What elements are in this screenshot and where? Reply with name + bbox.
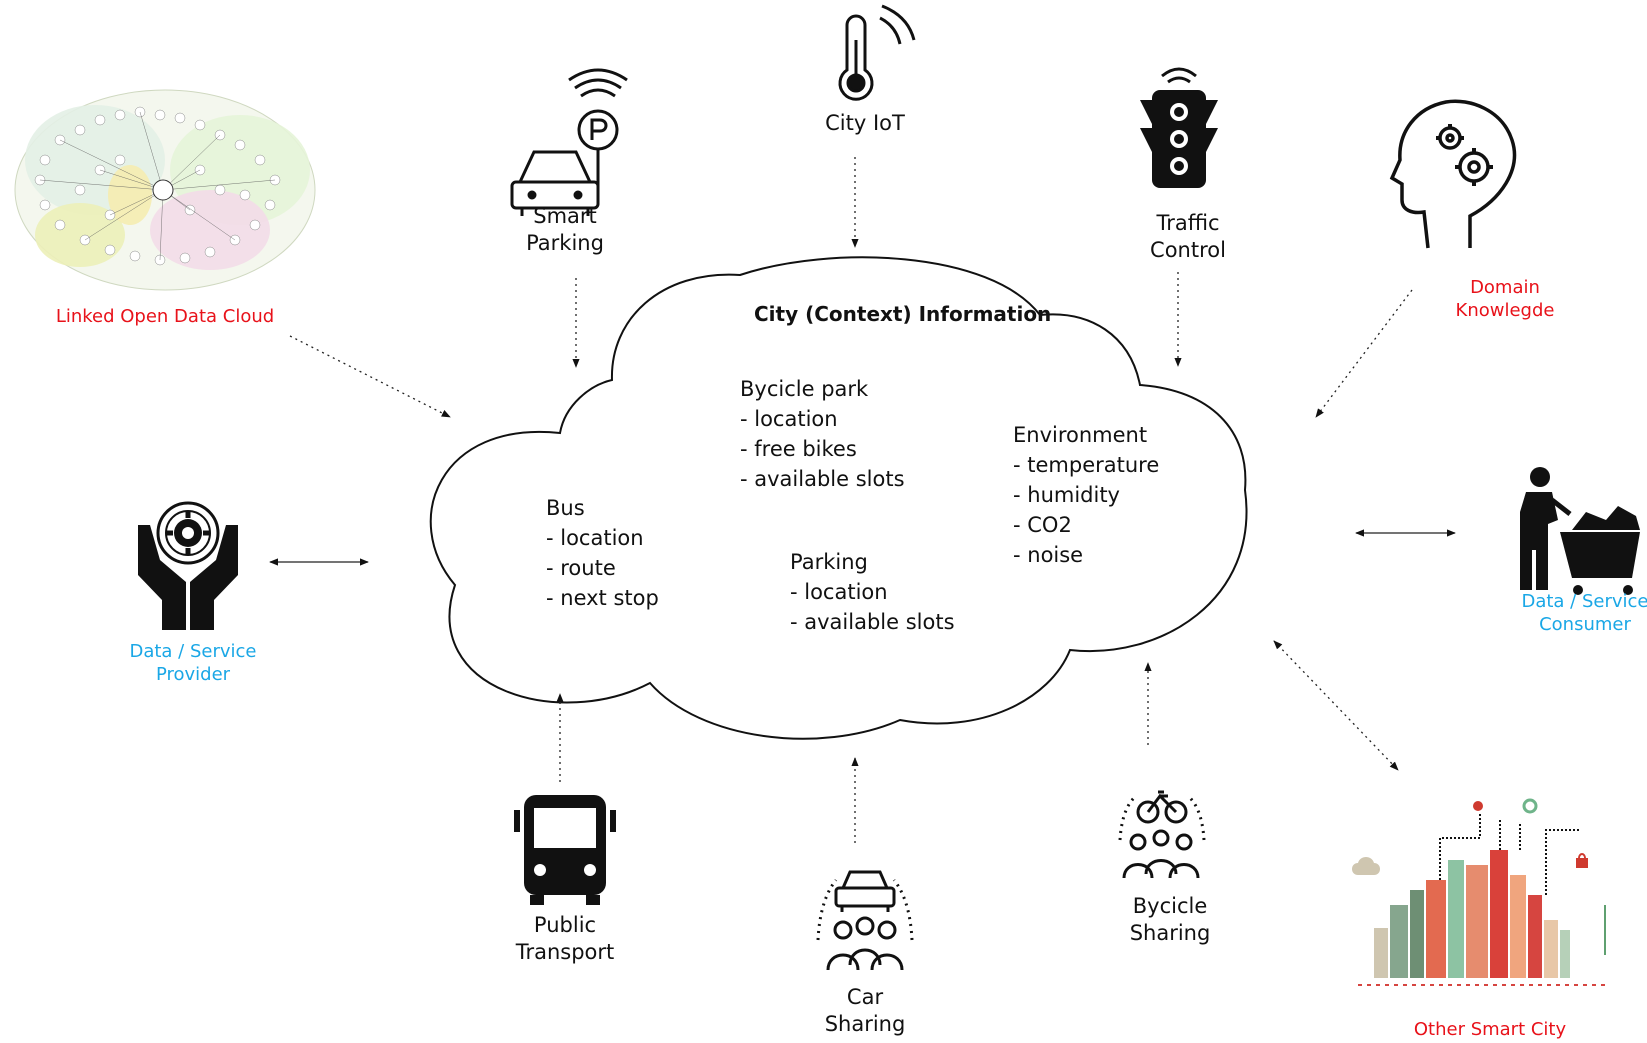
environment-heading: Environment	[1013, 423, 1148, 447]
bus-icon	[514, 795, 616, 905]
thermometer-icon	[838, 4, 916, 101]
head-gears-icon	[1389, 99, 1517, 249]
bicycle-park-item: - available slots	[740, 467, 905, 491]
environment-item: - humidity	[1013, 483, 1120, 507]
data-service-consumer-label: Data / Service Consumer	[1521, 591, 1647, 636]
car-sharing-label: Car Sharing	[824, 985, 906, 1036]
parking-heading: Parking	[790, 550, 868, 574]
context-cloud	[429, 256, 1248, 740]
consumer-cart-icon	[1520, 467, 1640, 595]
public-transport-label: Public Transport	[515, 913, 615, 964]
other-smart-city-label: Other Smart City	[1413, 1019, 1567, 1040]
city-iot-label: City IoT	[825, 111, 905, 135]
cloud-title: City (Context) Information	[754, 302, 1052, 326]
bus-heading: Bus	[546, 496, 585, 520]
smart-parking-label: Smart Parking	[526, 204, 604, 255]
bus-item: - next stop	[546, 586, 659, 610]
bicycle-park-item: - free bikes	[740, 437, 857, 461]
environment-item: - noise	[1013, 543, 1084, 567]
arrow-linked-data	[289, 335, 451, 418]
environment-block: Environment - temperature - humidity - CO2 -…	[1013, 420, 1159, 570]
environment-item: - CO2	[1013, 513, 1072, 537]
linked-open-data-cloud-icon	[14, 89, 316, 291]
bicycle-sharing-icon	[1118, 790, 1206, 879]
domain-knowledge-label: Domain Knowlegde	[1455, 277, 1555, 322]
parking-block: Parking - location - available slots	[790, 547, 955, 637]
bus-item: - location	[546, 526, 644, 550]
bicycle-sharing-label: Bycicle Sharing	[1129, 894, 1211, 945]
parking-item: - location	[790, 580, 888, 604]
bus-item: - route	[546, 556, 616, 580]
bicycle-park-block: Bycicle park - location - free bikes - avai…	[740, 374, 905, 494]
linked-open-data-label: Linked Open Data Cloud	[55, 306, 275, 327]
bicycle-park-item: - location	[740, 407, 838, 431]
environment-item: - temperature	[1013, 453, 1160, 477]
car-sharing-icon	[816, 870, 914, 971]
arrow-domain-knowledge	[1315, 289, 1413, 418]
bicycle-park-heading: Bycicle park	[740, 377, 869, 401]
smart-city-skyline-icon	[1352, 798, 1610, 986]
traffic-control-label: Traffic Control	[1150, 211, 1226, 262]
bus-block: Bus - location - route - next stop	[546, 493, 659, 613]
traffic-light-icon	[1140, 67, 1218, 188]
parking-item: - available slots	[790, 610, 955, 634]
data-service-provider-label: Data / Service Provider	[129, 641, 257, 686]
provider-hands-gear-icon	[138, 501, 238, 630]
smart-parking-icon	[510, 68, 628, 216]
arrow-other-city	[1273, 640, 1399, 771]
